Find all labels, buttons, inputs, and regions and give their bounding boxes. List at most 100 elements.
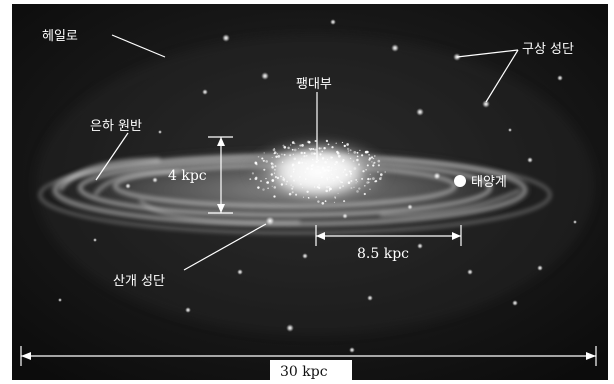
- bulge-speckle: [356, 180, 359, 183]
- bulge-speckle: [333, 169, 335, 171]
- bulge-speckle: [355, 178, 358, 181]
- bulge-speckle: [283, 180, 285, 182]
- open-cluster-marker: [265, 216, 275, 226]
- bulge-speckle: [331, 173, 333, 175]
- bulge-speckle: [314, 148, 317, 151]
- bulge-speckle: [300, 151, 303, 155]
- star-cluster-dot: [158, 130, 162, 134]
- star-cluster-dot: [286, 324, 294, 332]
- bulge-speckle: [343, 200, 346, 203]
- bulge-speckle: [282, 178, 286, 181]
- bulge-speckle: [275, 155, 278, 158]
- bulge-speckle: [324, 200, 327, 202]
- bulge-speckle: [372, 164, 375, 167]
- bulge-speckle: [349, 149, 352, 152]
- bulge: [240, 134, 396, 210]
- star-cluster-dot: [527, 157, 533, 163]
- bulge-speckle: [271, 185, 273, 187]
- bulge-speckle: [370, 156, 374, 159]
- bulge-speckle: [353, 167, 357, 170]
- bulge-speckle: [291, 141, 295, 144]
- bulge-speckle: [297, 161, 301, 165]
- globular-cluster-leader-2: [485, 49, 519, 103]
- bulge-speckle: [303, 154, 306, 158]
- bulge-speckle: [372, 157, 375, 160]
- bulge-speckle: [349, 157, 352, 160]
- bulge-speckle: [334, 196, 336, 198]
- bulge-speckle: [271, 165, 274, 169]
- bulge-speckle: [350, 179, 353, 183]
- thickness-dimension: [208, 136, 233, 214]
- bulge-speckle: [329, 156, 333, 159]
- bulge-speckle: [281, 161, 284, 163]
- bulge-speckle: [310, 152, 314, 155]
- bulge-speckle: [326, 158, 328, 161]
- bulge-speckle: [326, 177, 329, 180]
- bulge-speckle: [348, 152, 350, 154]
- disk-leader: [95, 132, 129, 181]
- bulge-speckle: [315, 196, 318, 198]
- bulge-speckle: [271, 179, 275, 182]
- bulge-speckle: [321, 157, 325, 160]
- bulge-speckle: [277, 155, 281, 158]
- bulge-speckle: [267, 187, 269, 190]
- sun-marker: [454, 175, 466, 187]
- bulge-speckle: [324, 160, 327, 164]
- bulge-speckle: [349, 175, 352, 177]
- bulge-speckle: [270, 173, 273, 176]
- bulge-speckle: [309, 148, 312, 151]
- bulge-speckle: [271, 162, 274, 166]
- bulge-speckle: [346, 147, 350, 151]
- bulge-speckle: [353, 151, 357, 154]
- bulge-speckle: [272, 148, 276, 152]
- bulge-speckle: [363, 192, 366, 196]
- bulge-speckle: [329, 187, 332, 191]
- star-cluster-dot: [433, 172, 441, 180]
- bulge-speckle: [347, 150, 349, 152]
- bulge-speckle: [350, 187, 353, 189]
- star-cluster-dot: [407, 204, 413, 210]
- bulge-speckle: [262, 188, 265, 191]
- bulge-speckle: [361, 177, 364, 180]
- bulge-speckle: [273, 195, 276, 198]
- bulge-speckle: [249, 178, 252, 181]
- bulge-speckle: [286, 180, 288, 183]
- star-cluster-dot: [261, 72, 269, 80]
- bulge-speckle: [369, 173, 371, 175]
- bulge-speckle: [379, 173, 383, 176]
- star-cluster-dot: [482, 100, 490, 108]
- bulge-speckle: [292, 170, 295, 173]
- bulge-speckle: [333, 201, 336, 203]
- bulge-speckle: [326, 179, 329, 181]
- bulge-speckle: [292, 186, 294, 188]
- bulge-speckle: [356, 190, 359, 193]
- bulge-speckle: [334, 163, 336, 166]
- bulge-speckle: [257, 155, 260, 158]
- bulge-speckle: [263, 168, 266, 171]
- bulge-speckle: [306, 190, 309, 193]
- bulge-speckle: [297, 148, 299, 150]
- bulge-speckle: [343, 144, 346, 148]
- bulge-speckle: [363, 184, 366, 187]
- bulge-speckle: [328, 176, 330, 178]
- bulge-speckle: [342, 158, 345, 162]
- bulge-speckle: [293, 180, 295, 182]
- bulge-speckle: [377, 171, 379, 173]
- star-cluster-dot: [573, 220, 577, 224]
- bulge-speckle: [368, 154, 370, 156]
- bulge-speckle: [325, 189, 328, 193]
- bulge-speckle: [328, 190, 331, 192]
- bulge-speckle: [358, 187, 361, 190]
- bulge-speckle: [336, 150, 339, 154]
- bulge-speckle: [254, 161, 258, 165]
- bulge-speckle: [368, 157, 372, 160]
- bulge-speckle: [346, 143, 349, 146]
- bulge-speckle: [374, 180, 376, 183]
- bulge-speckle: [331, 156, 333, 159]
- bulge-speckle: [373, 161, 376, 164]
- star-cluster-dot: [58, 298, 62, 302]
- bulge-speckle: [338, 186, 342, 189]
- bulge-speckle: [321, 150, 323, 153]
- bulge-speckle: [318, 186, 321, 189]
- bulge-speckle: [266, 181, 270, 184]
